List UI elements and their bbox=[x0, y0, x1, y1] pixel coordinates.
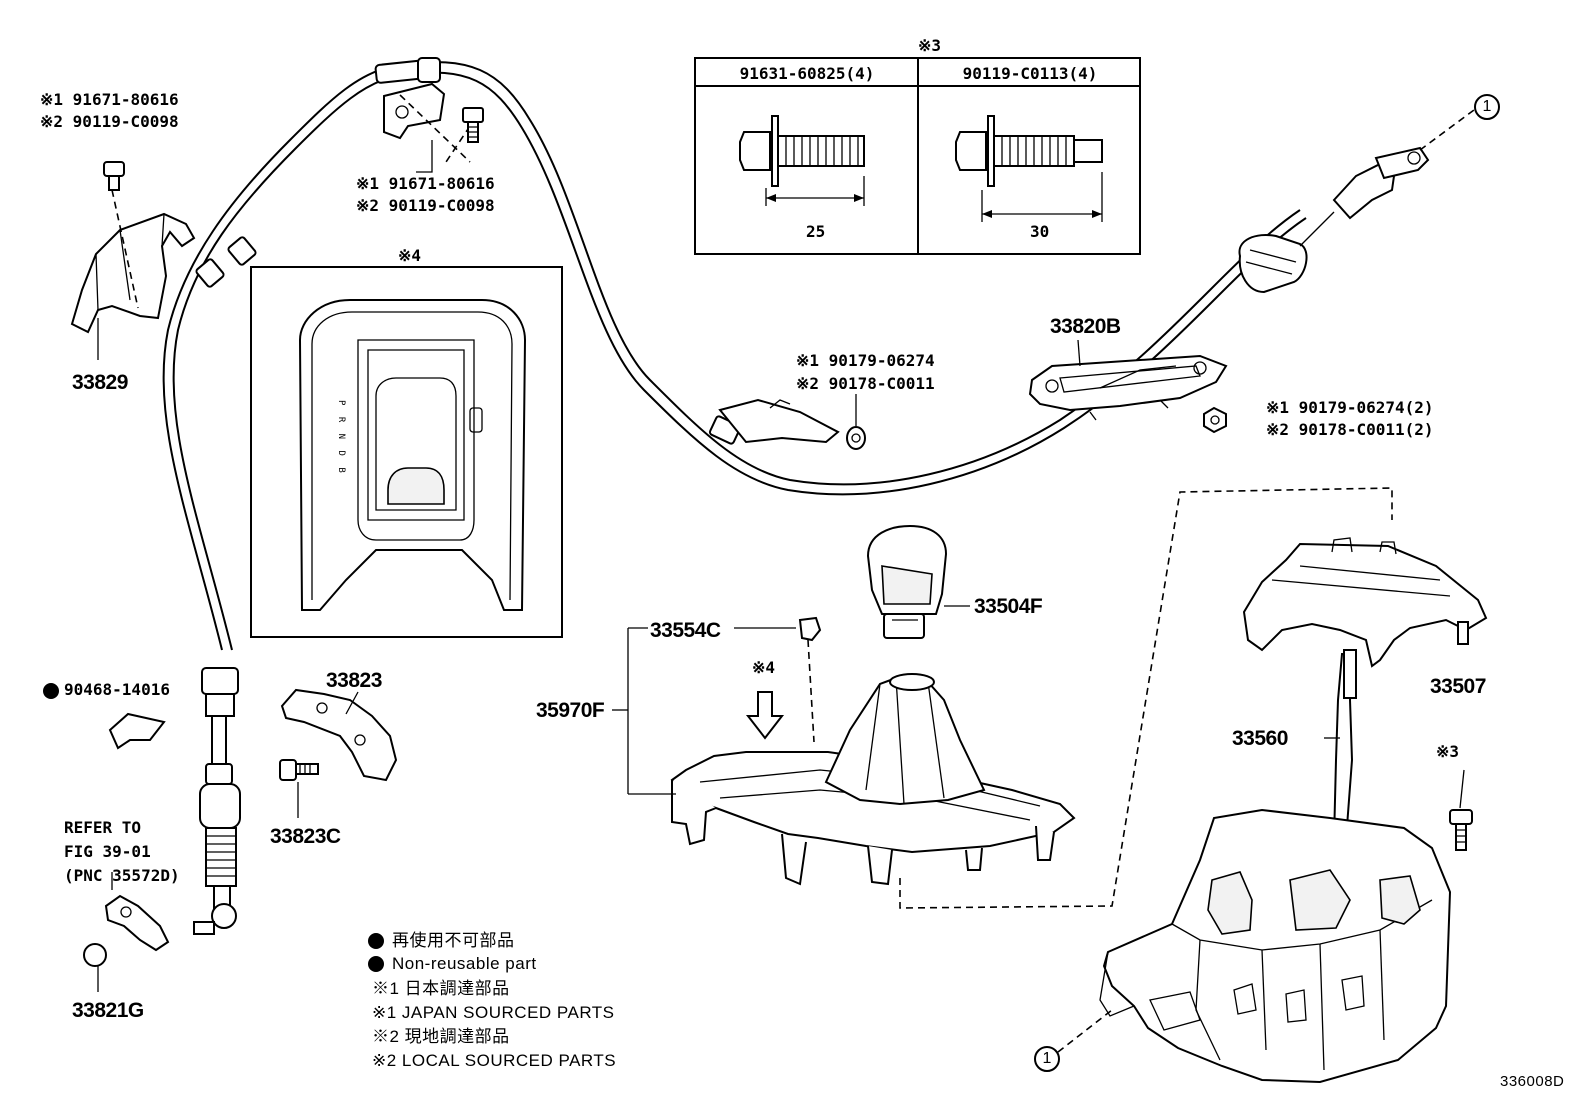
label-nut2-note1: ※1 90179-06274(2) bbox=[1266, 398, 1434, 417]
label-33554c: 33554C bbox=[650, 619, 721, 642]
nut-icon bbox=[846, 426, 866, 450]
lever-33560 bbox=[1332, 649, 1357, 841]
label-33560: 33560 bbox=[1232, 727, 1288, 750]
shift-base-assembly bbox=[1057, 808, 1452, 1084]
cable-right-end bbox=[1238, 109, 1475, 294]
label-33829-note2: ※2 90119-C0098 bbox=[40, 112, 179, 131]
legend-line-5: ※2 現地調達部品 bbox=[372, 1027, 510, 1046]
cable-top-bracket bbox=[383, 82, 484, 173]
label-33507: 33507 bbox=[1430, 675, 1486, 698]
refer-line-1: REFER TO bbox=[64, 818, 142, 837]
bracket-33820b bbox=[1028, 354, 1228, 421]
diagram-code: 336008D bbox=[1500, 1073, 1565, 1090]
callout-1-top: 1 bbox=[1474, 94, 1500, 120]
label-bracket-note2: ※2 90119-C0098 bbox=[356, 196, 495, 215]
clip-90468 bbox=[108, 712, 166, 750]
inset4-title: ※4 bbox=[398, 246, 422, 265]
legend-line-4: ※1 JAPAN SOURCED PARTS bbox=[372, 1003, 615, 1022]
leader-33823 bbox=[345, 691, 359, 715]
label-nut-note1: ※1 90179-06274 bbox=[796, 351, 935, 370]
refer-line-2: FIG 39-01 bbox=[64, 842, 151, 861]
label-bolt-mark3: ※3 bbox=[1436, 742, 1460, 761]
label-arrow-mark4: ※4 bbox=[752, 658, 776, 677]
non-reusable-dot-icon bbox=[43, 683, 59, 699]
bolt-icon bbox=[955, 115, 1103, 222]
direction-arrow bbox=[745, 691, 785, 740]
legend-line-2: Non-reusable part bbox=[392, 954, 537, 973]
label-nut-note2: ※2 90178-C0011 bbox=[796, 374, 935, 393]
label-bracket-note1: ※1 91671-80616 bbox=[356, 174, 495, 193]
shift-letters: P R N D B bbox=[336, 400, 346, 476]
nut-icon bbox=[1203, 406, 1227, 434]
legend-line-1: 再使用不可部品 bbox=[392, 931, 515, 950]
shift-knob-33504f bbox=[866, 524, 948, 639]
bolt-33823c bbox=[279, 759, 319, 781]
bolt-table-part-2: 90119-C0113(4) bbox=[962, 64, 1098, 83]
label-33823c: 33823C bbox=[270, 825, 341, 848]
label-nut2-note2: ※2 90178-C0011(2) bbox=[1266, 420, 1434, 439]
refer-line-3: (PNC 35572D) bbox=[64, 866, 180, 885]
bolt-table-length-1: 25 bbox=[806, 222, 826, 241]
inset-shift-panel bbox=[250, 266, 563, 638]
bolt-table-part-1: 91631-60825(4) bbox=[739, 64, 875, 83]
cover-33507 bbox=[1242, 537, 1488, 668]
cable-lower-end bbox=[193, 667, 241, 935]
label-33823: 33823 bbox=[326, 669, 382, 692]
bolt-table-length-2: 30 bbox=[1030, 222, 1050, 241]
label-33829-note1: ※1 91671-80616 bbox=[40, 90, 179, 109]
legend-line-6: ※2 LOCAL SOURCED PARTS bbox=[372, 1051, 617, 1070]
bolt-icon bbox=[462, 107, 484, 143]
label-33820b: 33820B bbox=[1050, 315, 1121, 338]
bolt-icon bbox=[103, 161, 125, 191]
leader-33820b bbox=[1077, 339, 1081, 367]
callout-1-bottom: 1 bbox=[1034, 1046, 1060, 1072]
non-reusable-dot-icon bbox=[368, 956, 384, 972]
bracket-33823 bbox=[280, 688, 398, 782]
bolt-table bbox=[694, 57, 1141, 255]
label-90468: 90468-14016 bbox=[64, 680, 170, 699]
bolt-table-title: ※3 bbox=[918, 36, 942, 55]
assembly-outline bbox=[899, 487, 1393, 909]
legend-line-3: ※1 日本調達部品 bbox=[372, 979, 510, 998]
label-35970f: 35970F bbox=[536, 699, 605, 722]
leader-bolt3 bbox=[1459, 769, 1465, 809]
label-33829: 33829 bbox=[72, 371, 128, 394]
bolt-icon bbox=[1449, 809, 1473, 851]
clip-33554c bbox=[734, 616, 822, 743]
non-reusable-dot-icon bbox=[368, 933, 384, 949]
console-35970f bbox=[670, 673, 1076, 886]
label-33821g: 33821G bbox=[72, 999, 144, 1022]
parts-33821g bbox=[83, 872, 170, 967]
bracket-33829 bbox=[70, 161, 196, 360]
label-33504f: 33504F bbox=[974, 595, 1043, 618]
bolt-icon bbox=[739, 115, 865, 206]
